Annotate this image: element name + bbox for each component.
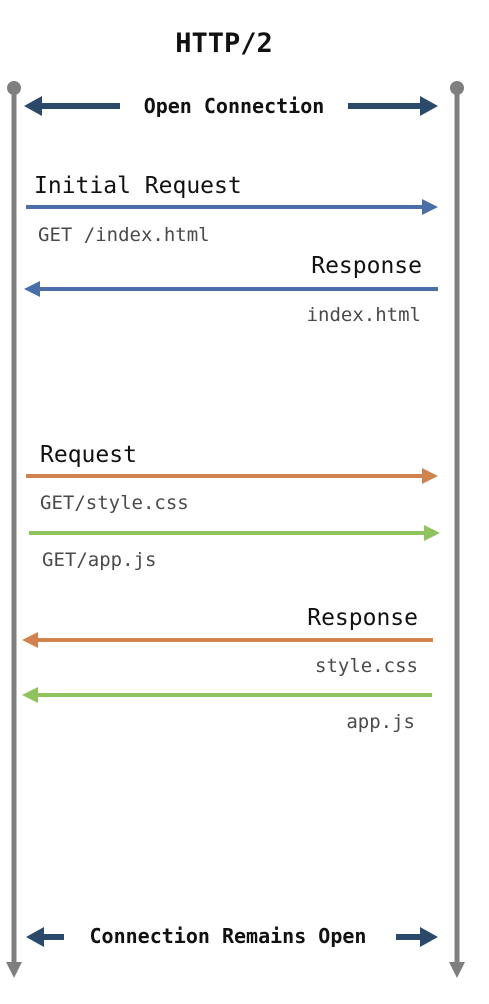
request-js-message: GET/app.js	[29, 525, 440, 571]
response-css-detail: style.css	[315, 655, 418, 677]
request-css-detail: GET/style.css	[40, 492, 189, 514]
response-css-label: Response	[307, 605, 418, 631]
response-js-message: app.js	[22, 687, 432, 733]
diagram-title: HTTP/2	[175, 28, 273, 59]
response-css-arrowhead	[22, 632, 38, 648]
request-css-label: Request	[40, 442, 137, 468]
connection-remains-open-banner: Connection Remains Open	[26, 924, 438, 948]
connection-remains-open-label: Connection Remains Open	[90, 924, 367, 948]
client-lifeline	[6, 81, 22, 978]
initial-response-label: Response	[311, 253, 422, 279]
initial-response-message: Response index.html	[24, 253, 438, 326]
response-css-message: Response style.css	[22, 605, 433, 677]
request-css-arrowhead	[422, 468, 438, 484]
initial-request-label: Initial Request	[34, 173, 242, 199]
server-lifeline	[449, 81, 465, 978]
open-connection-label: Open Connection	[144, 94, 325, 118]
initial-request-arrowhead	[422, 199, 438, 215]
request-js-detail: GET/app.js	[42, 549, 156, 571]
request-js-arrowhead	[424, 525, 440, 541]
open-connection-banner: Open Connection	[24, 94, 438, 118]
initial-response-arrowhead	[24, 281, 40, 297]
response-js-arrowhead	[22, 687, 38, 703]
response-js-detail: app.js	[346, 711, 415, 733]
initial-response-detail: index.html	[307, 304, 421, 326]
initial-request-detail: GET /index.html	[38, 224, 210, 246]
request-css-message: Request GET/style.css	[26, 442, 438, 514]
initial-request-message: Initial Request GET /index.html	[26, 173, 438, 246]
